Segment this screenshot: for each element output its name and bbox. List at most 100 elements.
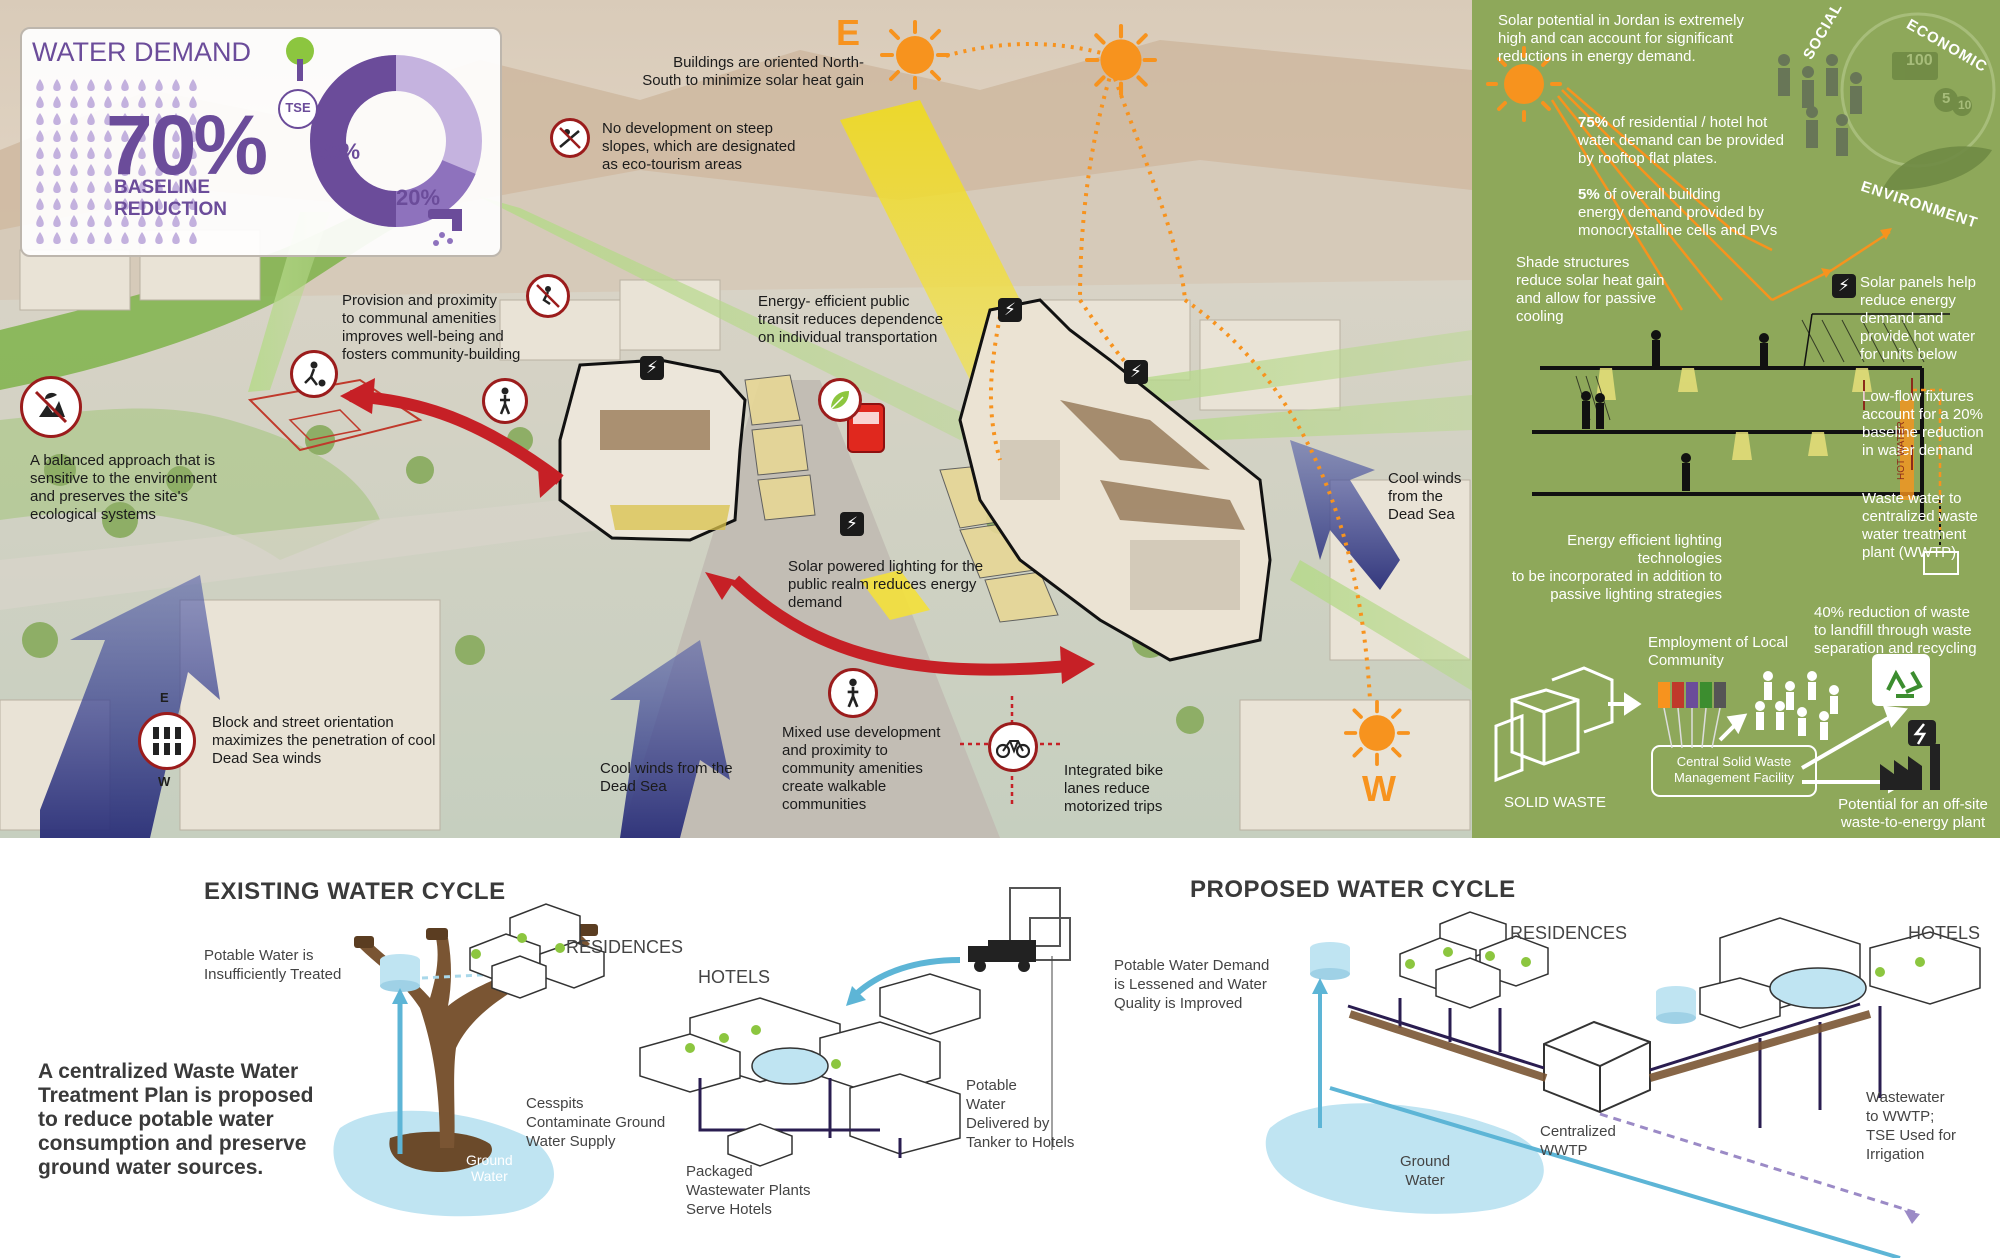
water-demand-box: WATER DEMAND 70% BASELINE REDUCTION 50% … <box>20 27 502 257</box>
annotation-bike: Integrated bike lanes reduce motorized t… <box>1064 762 1164 815</box>
faucet-icon <box>422 201 472 251</box>
water-drop <box>36 198 44 210</box>
water-drop <box>155 198 163 210</box>
annotation-cool-winds-right: Cool winds from the Dead Sea <box>1388 470 1462 523</box>
money-10: 10 <box>1958 98 1972 112</box>
annotation-solar-lighting: Solar powered lighting for the public re… <box>788 558 984 611</box>
water-drop <box>172 215 180 227</box>
solar-bolt-icon-4: ⚡ <box>840 512 864 536</box>
panel-rooftop-pct: 75% <box>1578 114 1609 131</box>
ecosystem-icon <box>20 376 82 438</box>
water-drop <box>104 181 112 193</box>
water-drop <box>138 147 146 159</box>
tse-badge: TSE <box>278 89 318 129</box>
water-drop <box>104 198 112 210</box>
annotation-cool-winds-bottom: Cool winds from the Dead Sea <box>600 760 733 795</box>
water-drop <box>70 164 78 176</box>
water-drop <box>172 164 180 176</box>
water-drop <box>53 113 61 125</box>
proposed-ground-water-label: Ground Water <box>1400 1153 1451 1189</box>
sustainability-panel: Solar potential in Jordan is extremely h… <box>1472 0 2000 838</box>
solar-bolt-icon-3: ⚡ <box>1124 360 1148 384</box>
existing-ground-water-label: Ground Water <box>466 1152 513 1184</box>
annotation-transit: Energy- efficient public transit reduces… <box>758 293 944 346</box>
panel-facility: Central Solid Waste Management Facility <box>1674 754 1794 785</box>
water-drop <box>189 232 197 244</box>
water-drop <box>138 96 146 108</box>
water-drop <box>138 130 146 142</box>
water-demand-title: WATER DEMAND <box>32 37 251 67</box>
water-drop <box>104 113 112 125</box>
water-drop <box>53 96 61 108</box>
water-drop <box>87 232 95 244</box>
panel-solid-waste: SOLID WASTE <box>1504 794 1606 811</box>
water-drop <box>189 181 197 193</box>
compass-east-label: E <box>836 12 861 53</box>
water-drop <box>121 147 129 159</box>
water-drop <box>155 215 163 227</box>
water-drop <box>36 147 44 159</box>
water-drop <box>70 113 78 125</box>
water-drop <box>121 215 129 227</box>
water-drop <box>36 113 44 125</box>
water-drop <box>104 232 112 244</box>
water-drop <box>87 164 95 176</box>
pedestrian-icon <box>482 378 528 424</box>
water-drop <box>121 164 129 176</box>
existing-residences-label: RESIDENCES <box>566 937 684 957</box>
reduction-caption: BASELINE REDUCTION <box>114 177 227 220</box>
bicycle-icon <box>988 722 1038 772</box>
water-drop <box>189 79 197 91</box>
water-drop <box>70 79 78 91</box>
existing-packaged-label: Packaged Wastewater Plants Serve Hotels <box>686 1163 811 1218</box>
water-drop <box>121 232 129 244</box>
water-drop <box>155 147 163 159</box>
water-drop <box>155 232 163 244</box>
tree-icon <box>280 35 320 85</box>
water-drop <box>70 147 78 159</box>
water-drop <box>172 232 180 244</box>
water-drop <box>172 96 180 108</box>
existing-tanker-label: Potable Water Delivered by Tanker to Hot… <box>966 1077 1075 1151</box>
water-drop <box>53 130 61 142</box>
annotation-slopes: No development on steep slopes, which ar… <box>602 120 796 173</box>
proposed-wastewater-label: Wastewater to WWTP; TSE Used for Irrigat… <box>1866 1089 1957 1163</box>
water-drop <box>138 232 146 244</box>
water-drop <box>138 79 146 91</box>
panel-pv-text: of overall building energy demand provid… <box>1578 186 1778 239</box>
water-drops-grid <box>36 79 197 244</box>
summary-statement: A centralized Waste Water Treatment Plan… <box>38 1060 314 1179</box>
water-drop <box>189 198 197 210</box>
water-cycles-section: EXISTING WATER CYCLE Potable Water is In… <box>0 838 2000 1258</box>
water-drop <box>155 181 163 193</box>
water-drop <box>36 215 44 227</box>
water-drop <box>70 232 78 244</box>
water-drop <box>53 79 61 91</box>
water-demand-donut <box>310 55 482 228</box>
panel-bolt-icon: ⚡ <box>1832 274 1856 298</box>
panel-rooftop: 75% of residential / hotel hot water dem… <box>1578 96 1784 168</box>
water-drop <box>36 96 44 108</box>
water-drop <box>121 198 129 210</box>
water-drop <box>87 147 95 159</box>
water-drop <box>138 113 146 125</box>
water-drop <box>172 79 180 91</box>
compass-w-small: W <box>158 774 171 789</box>
water-drop <box>70 181 78 193</box>
block-orientation-icon <box>138 712 196 770</box>
water-drop <box>53 232 61 244</box>
panel-pv: 5% of overall building energy demand pro… <box>1578 168 1777 240</box>
water-drop <box>138 181 146 193</box>
existing-cesspits-label: Cesspits Contaminate Ground Water Supply <box>526 1095 666 1150</box>
water-drop <box>172 198 180 210</box>
money-5: 5 <box>1942 90 1951 107</box>
water-drop <box>121 113 129 125</box>
water-drop <box>189 164 197 176</box>
panel-solar-panels: Solar panels help reduce energy demand a… <box>1860 274 1976 363</box>
compass-west-label: W <box>1362 768 1396 809</box>
panel-waste-water: Waste water to centralized waste water t… <box>1862 490 1978 561</box>
water-drop <box>172 130 180 142</box>
water-drop <box>36 79 44 91</box>
water-drop <box>189 215 197 227</box>
proposed-hotels-label: HOTELS <box>1908 923 1981 943</box>
